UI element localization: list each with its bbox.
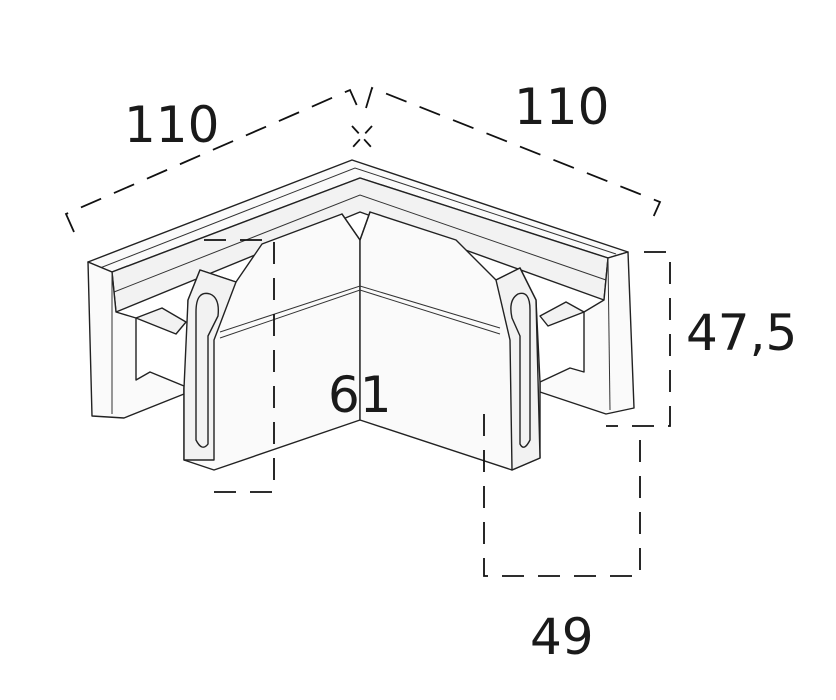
dim-label-top-right: 110 (514, 78, 609, 136)
dim-line-bottom-width (483, 414, 641, 577)
top-rim-inner-line (99, 167, 617, 269)
dim-line-right-height (606, 251, 671, 427)
dim-label-height-right: 47,5 (686, 304, 797, 362)
dimension-labels: 110 110 47,5 61 49 (124, 78, 797, 666)
corner-piece (87, 159, 635, 471)
dim-line-top-left (64, 88, 359, 233)
dim-label-top-left: 110 (124, 96, 219, 154)
right-wall (539, 251, 635, 415)
dim-line-center-height (204, 239, 275, 493)
right-slot (510, 292, 531, 448)
dim-label-bottom-width: 49 (530, 608, 594, 666)
dim-label-center-height: 61 (328, 366, 392, 424)
dim-line-top-right (365, 86, 662, 221)
dimension-lines (64, 86, 671, 577)
left-slot (195, 292, 220, 448)
